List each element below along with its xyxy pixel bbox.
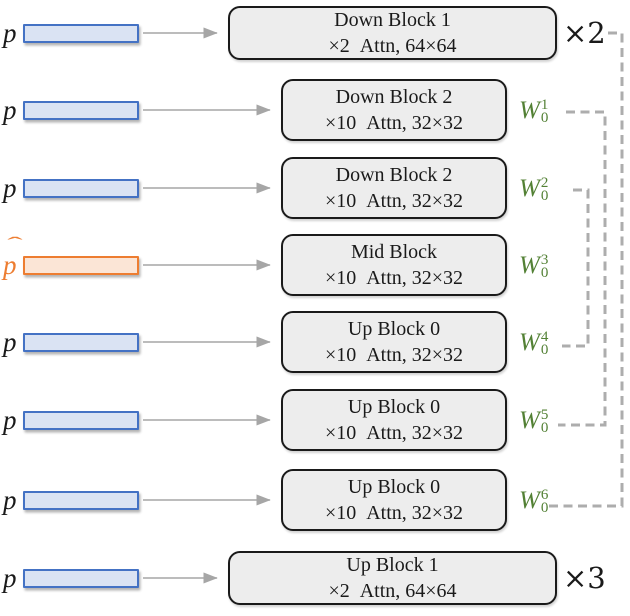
input-symbol: p	[3, 405, 17, 435]
block-title: Mid Block	[350, 241, 438, 263]
block-spec: ×10 Attn, 32×32	[324, 502, 464, 524]
block-spec: ×10 Attn, 32×32	[324, 267, 464, 289]
prompt-embedding-bar	[23, 179, 139, 198]
unet-block: Down Block 1 ×2 Attn, 64×64	[228, 6, 557, 60]
skip-bracket-outer	[548, 31, 624, 508]
input-symbol: p	[3, 173, 17, 203]
unet-block: Mid Block ×10 Attn, 32×32	[281, 234, 507, 296]
prompt-embedding-bar	[23, 569, 139, 588]
prompt-embedding-bar	[23, 101, 139, 120]
diagram-row: p Up Block 1 ×2 Attn, 64×64 ×3	[0, 546, 630, 610]
unet-block: Up Block 0 ×10 Attn, 32×32	[281, 389, 507, 451]
unet-block: Up Block 0 ×10 Attn, 32×32	[281, 469, 507, 531]
diagram-row: p Down Block 1 ×2 Attn, 64×64 ×2	[0, 1, 630, 65]
input-symbol: p	[3, 327, 17, 357]
edited-prompt-embedding-bar	[23, 256, 139, 275]
skip-bracket-middle	[558, 110, 607, 427]
input-symbol-hat: ˆ p	[3, 233, 27, 297]
unet-block: Up Block 1 ×2 Attn, 64×64	[228, 551, 557, 605]
block-spec: ×10 Attn, 32×32	[324, 344, 464, 366]
block-title: Up Block 0	[347, 396, 441, 418]
input-symbol: p	[3, 563, 17, 593]
block-spec: ×10 Attn, 32×32	[324, 422, 464, 444]
block-spec: ×10 Attn, 32×32	[324, 112, 464, 134]
block-title: Up Block 0	[347, 476, 441, 498]
repeat-count-label: ×2	[563, 16, 606, 50]
block-spec: ×2 Attn, 64×64	[328, 35, 457, 57]
unet-block: Up Block 0 ×10 Attn, 32×32	[281, 311, 507, 373]
block-spec: ×2 Attn, 64×64	[328, 580, 457, 602]
unet-block: Down Block 2 ×10 Attn, 32×32	[281, 79, 507, 141]
prompt-embedding-bar	[23, 24, 139, 43]
unet-block: Down Block 2 ×10 Attn, 32×32	[281, 157, 507, 219]
hat-accent: ˆ	[7, 232, 23, 255]
prompt-embedding-bar	[23, 411, 139, 430]
block-spec: ×10 Attn, 32×32	[324, 190, 464, 212]
input-symbol: p	[3, 485, 17, 515]
prompt-embedding-bar	[23, 333, 139, 352]
input-symbol: p	[3, 95, 17, 125]
block-title: Up Block 0	[347, 318, 441, 340]
block-title: Down Block 1	[334, 9, 451, 31]
prompt-embedding-bar	[23, 491, 139, 510]
block-title: Down Block 2	[335, 86, 453, 108]
input-symbol: p	[3, 18, 17, 48]
block-title: Down Block 2	[335, 164, 453, 186]
skip-bracket-inner	[562, 188, 590, 348]
repeat-count-label: ×3	[563, 561, 606, 595]
block-title: Up Block 1	[346, 554, 439, 576]
